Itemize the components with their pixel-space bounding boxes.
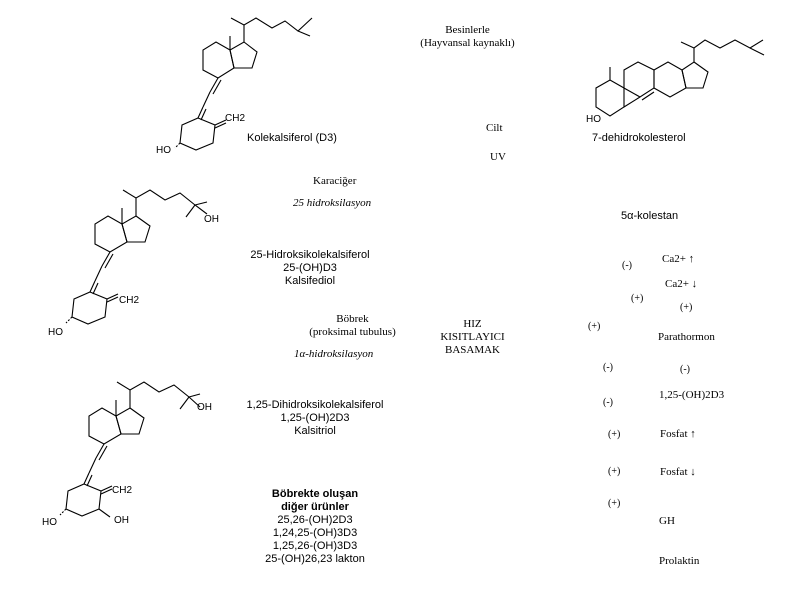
dehydrocholesterol-structure — [595, 39, 765, 117]
regulation-sign: (+) — [680, 302, 693, 313]
kidney-product-item: 25,26-(OH)2D3 — [277, 514, 353, 526]
phosphate-high: Fosfat ↑ — [660, 428, 696, 440]
kidney-products-title-1: Böbrekte oluşan — [271, 488, 359, 500]
liver-reaction: 25 hidroksilasyon — [293, 197, 372, 209]
cholecalciferol-name: Kolekalsiferol (D3) — [247, 132, 337, 144]
cholecalciferol-structure — [174, 17, 313, 151]
kidney-reaction: 1α-hidroksilasyon — [294, 348, 374, 360]
regulation-sign: (+) — [631, 293, 644, 304]
calcifediol-structure — [65, 189, 208, 325]
oh-label-3: OH — [114, 515, 129, 526]
kidney-product-item: 1,25,26-(OH)3D3 — [272, 540, 358, 552]
ho-label-3: HO — [48, 327, 63, 338]
dietary-source: Besinlerle (Hayvansal kaynaklı) — [420, 24, 515, 49]
liver-label: Karaciğer — [313, 175, 357, 187]
kidney-product-item: 1,24,25-(OH)3D3 — [272, 527, 358, 539]
gh-label: GH — [659, 515, 675, 527]
ch2-label-2: CH2 — [119, 295, 140, 306]
regulation-sign: (-) — [603, 362, 613, 373]
rate-limiting-step: HIZ KISITLAYICI BASAMAK — [440, 318, 505, 356]
parathormone-label: Parathormon — [658, 331, 715, 343]
regulation-sign: (-) — [680, 364, 690, 375]
calcitriol-regulation-label: 1,25-(OH)2D3 — [659, 389, 725, 401]
calcium-high: Ca2+ ↑ — [662, 253, 695, 265]
skin-label: Cilt — [486, 122, 503, 134]
regulation-sign: (+) — [608, 498, 621, 509]
ch2-label-1: CH2 — [225, 113, 246, 124]
regulation-sign: (-) — [622, 260, 632, 271]
ho-label-1: HO — [156, 145, 171, 156]
kidney-label: Böbrek (proksimal tubulus) — [309, 313, 396, 338]
calcium-low: Ca2+ ↓ — [665, 278, 698, 290]
kidney-products: Böbrekte oluşan diğer ürünler 25,26-(OH)… — [225, 488, 405, 566]
regulation-sign: (+) — [608, 429, 621, 440]
cholestane-label: 5α-kolestan — [621, 210, 679, 222]
oh-label-1: OH — [204, 214, 219, 225]
ho-label-2: HO — [586, 114, 601, 125]
ho-label-4: HO — [42, 517, 57, 528]
kidney-product-item: 25-(OH)26,23 lakton — [265, 553, 365, 565]
uv-label: UV — [490, 151, 506, 163]
ch2-label-3: CH2 — [112, 485, 133, 496]
calcifediol-names: 25-Hidroksikolekalsiferol 25-(OH)D3 Kals… — [250, 249, 370, 287]
kidney-products-title-2: diğer ürünler — [281, 501, 349, 513]
regulation-sign: (+) — [608, 466, 621, 477]
dehydrocholesterol-name: 7-dehidrokolesterol — [592, 132, 686, 144]
oh-label-2: OH — [197, 402, 212, 413]
prolactin-label: Prolaktin — [659, 555, 700, 567]
calcitriol-names: 1,25-Dihidroksikolekalsiferol 1,25-(OH)2… — [246, 399, 384, 437]
phosphate-low: Fosfat ↓ — [660, 466, 696, 478]
calcitriol-structure — [59, 381, 201, 518]
regulation-sign: (+) — [588, 321, 601, 332]
regulation-sign: (-) — [603, 397, 613, 408]
